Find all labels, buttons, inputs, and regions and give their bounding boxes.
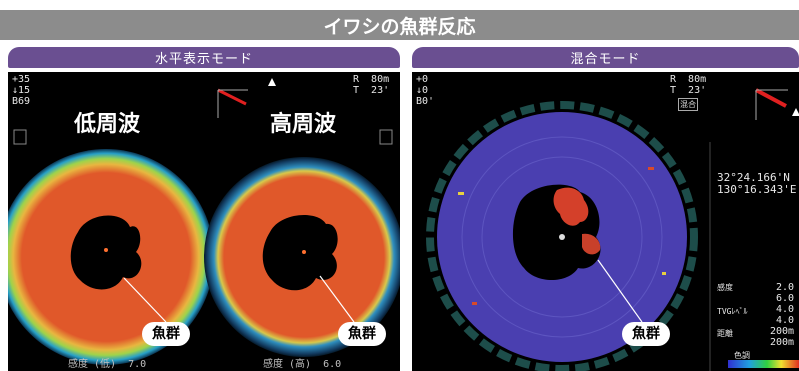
tab-mixed-mode: 混合モード xyxy=(412,47,799,68)
heading-indicator xyxy=(217,88,248,118)
bottom-left-sensitivity: 感度 (低) 7.0 xyxy=(68,359,147,370)
mixed-readout-top-right: R 80m T 23' xyxy=(670,74,707,96)
mode-indicator-box xyxy=(13,129,27,145)
high-frequency-label: 高周波 xyxy=(270,112,337,137)
mixed-mode-tag: 混合 xyxy=(678,98,698,111)
readout-top-right: R 80m T 23' xyxy=(353,74,390,96)
horizontal-mode-panel: +35 ↓15 B69 R 80m T 23' 低周波 高周波 魚群 魚群 感度… xyxy=(8,72,400,371)
tab-horizontal-mode: 水平表示モード xyxy=(8,47,400,68)
mixed-mode-panel: +0 ↓0 B0' R 80m T 23' 混合 32°24.166'N 130… xyxy=(412,72,799,371)
mixed-sonar-display xyxy=(426,88,799,371)
mixed-sonar-outer-ring xyxy=(426,101,698,371)
sensitivity-label: 感度 xyxy=(717,283,733,292)
tvg-values: 4.0 4.0 xyxy=(776,304,795,326)
color-tone-label: 色調 xyxy=(734,351,750,360)
north-arrow-icon xyxy=(268,78,276,86)
readout-top-left: +35 ↓15 B69 xyxy=(12,74,31,107)
fish-school-label-mixed: 魚群 xyxy=(622,322,670,346)
longitude-readout: 130°16.343'E xyxy=(717,183,797,196)
fish-school-label-low: 魚群 xyxy=(142,322,190,346)
distance-label: 距離 xyxy=(717,329,733,338)
school-echo-red xyxy=(553,187,589,226)
horizontal-sonar-display xyxy=(8,78,400,365)
low-freq-center-void xyxy=(70,215,142,290)
mixed-north-arrow-icon xyxy=(792,108,799,116)
latitude-readout: 32°24.166'N xyxy=(717,171,790,184)
low-frequency-label: 低周波 xyxy=(74,112,141,137)
high-freq-center-void xyxy=(262,214,338,291)
distance-values: 200m 200m xyxy=(770,326,795,348)
fish-school-label-high: 魚群 xyxy=(338,322,386,346)
tvg-label: TVGﾚﾍﾞﾙ xyxy=(717,307,748,316)
sensitivity-values: 2.0 6.0 xyxy=(776,282,795,304)
bottom-right-sensitivity: 感度 (高) 6.0 xyxy=(263,359,342,370)
color-scale-bar xyxy=(728,360,799,368)
page-title: イワシの魚群反応 xyxy=(0,10,799,40)
mixed-heading-indicator xyxy=(755,88,788,120)
mixed-readout-top-left: +0 ↓0 B0' xyxy=(416,74,435,107)
mode-indicator-box-right xyxy=(379,129,393,145)
